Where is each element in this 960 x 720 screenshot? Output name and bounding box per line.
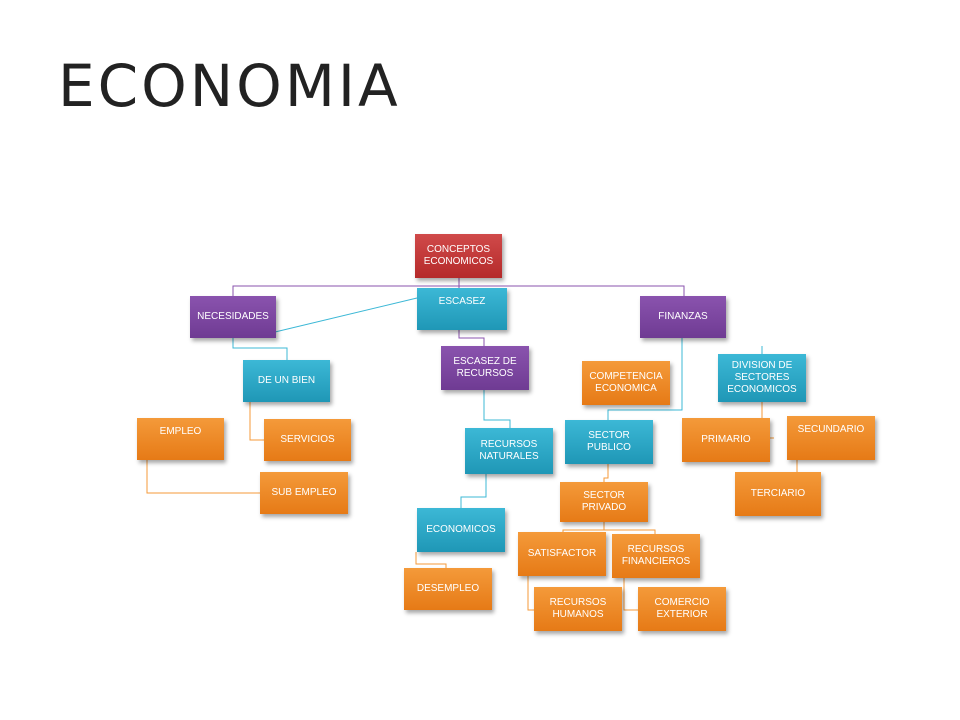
node-servicios[interactable]: SERVICIOS xyxy=(264,419,351,461)
node-empleo[interactable]: EMPLEO xyxy=(137,418,224,460)
node-finanzas[interactable]: FINANZAS xyxy=(640,296,726,338)
node-economicos[interactable]: ECONOMICOS xyxy=(417,508,505,552)
node-sector-privado[interactable]: SECTOR PRIVADO xyxy=(560,482,648,522)
node-division-de-sectores-economicos[interactable]: DIVISION DE SECTORES ECONOMICOS xyxy=(718,354,806,402)
node-recursos-naturales[interactable]: RECURSOS NATURALES xyxy=(465,428,553,474)
node-satisfactor[interactable]: SATISFACTOR xyxy=(518,532,606,576)
node-primario[interactable]: PRIMARIO xyxy=(682,418,770,462)
node-comercio-exterior[interactable]: COMERCIO EXTERIOR xyxy=(638,587,726,631)
node-competencia-economica[interactable]: COMPETENCIA ECONOMICA xyxy=(582,361,670,405)
node-de-un-bien[interactable]: DE UN BIEN xyxy=(243,360,330,402)
node-secundario[interactable]: SECUNDARIO xyxy=(787,416,875,460)
node-escasez[interactable]: ESCASEZ xyxy=(417,288,507,330)
node-necesidades[interactable]: NECESIDADES xyxy=(190,296,276,338)
node-conceptos-economicos[interactable]: CONCEPTOS ECONOMICOS xyxy=(415,234,502,278)
node-sub-empleo[interactable]: SUB EMPLEO xyxy=(260,472,348,514)
node-escasez-de-recursos[interactable]: ESCASEZ DE RECURSOS xyxy=(441,346,529,390)
node-sector-publico[interactable]: SECTOR PUBLICO xyxy=(565,420,653,464)
node-terciario[interactable]: TERCIARIO xyxy=(735,472,821,516)
node-recursos-humanos[interactable]: RECURSOS HUMANOS xyxy=(534,587,622,631)
page-title: ECONOMIA xyxy=(58,52,401,120)
node-desempleo[interactable]: DESEMPLEO xyxy=(404,568,492,610)
node-recursos-financieros[interactable]: RECURSOS FINANCIEROS xyxy=(612,534,700,578)
